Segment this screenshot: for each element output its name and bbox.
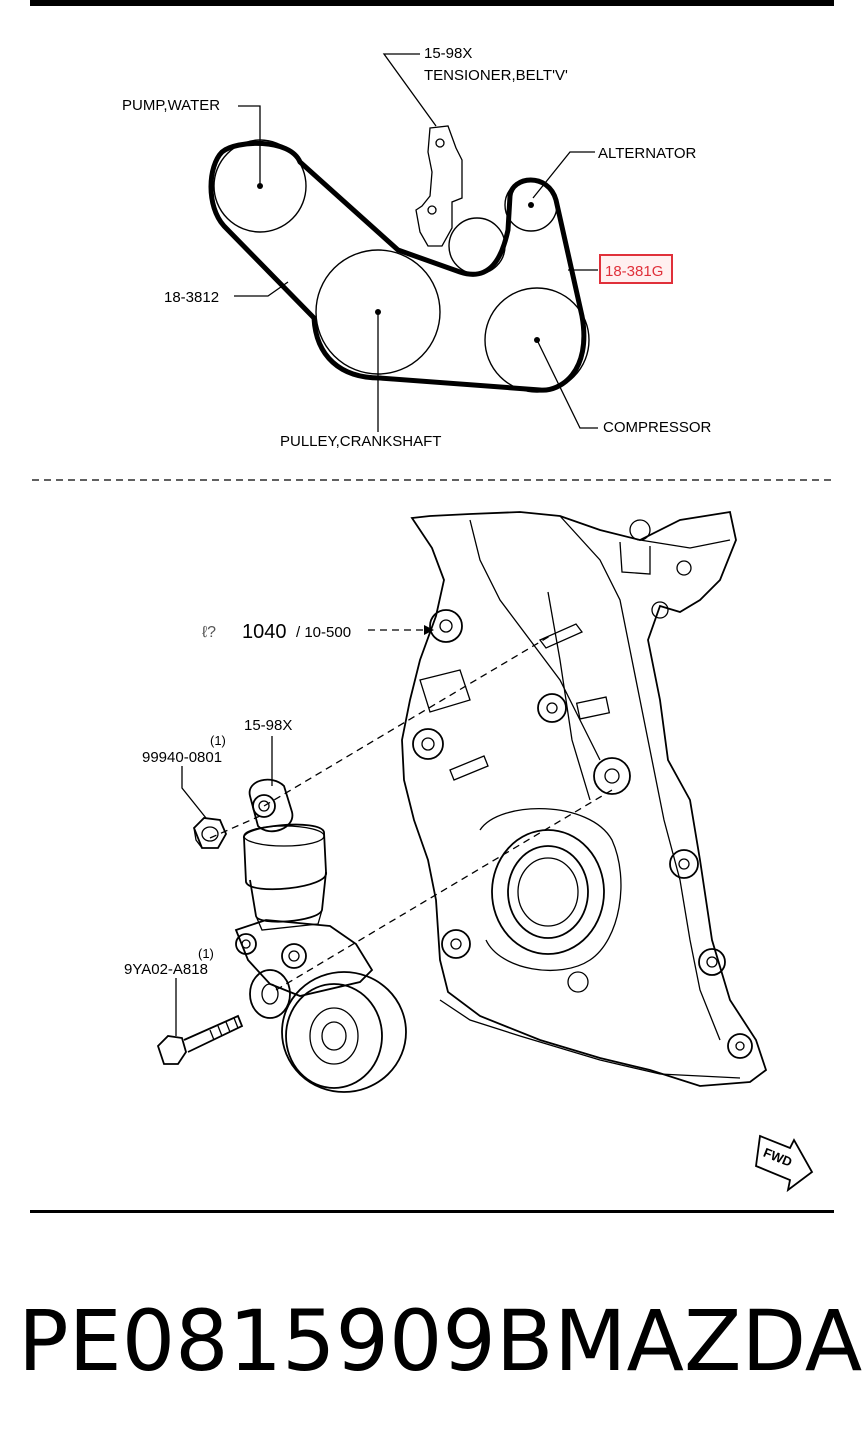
fwd-arrow-icon: FWD xyxy=(755,1134,814,1193)
brand-name: MAZDA xyxy=(554,1292,862,1390)
assembly-line-nut xyxy=(209,815,261,839)
part-number: PE0815909B xyxy=(18,1292,553,1390)
drive-belt xyxy=(208,140,587,393)
crankshaft-label: PULLEY,CRANKSHAFT xyxy=(280,433,441,450)
nut-qty: (1) xyxy=(210,733,226,748)
exploded-view: FWD ℓ? 1040 / 10-500 15-98X (1) 99940-08… xyxy=(124,510,814,1193)
ref-prefix: ℓ? xyxy=(202,624,216,641)
assembly-line-stud xyxy=(263,635,551,807)
belt-routing-diagram: 15-98X TENSIONER,BELT'V' PUMP,WATER ALTE… xyxy=(122,45,712,450)
compressor-label: COMPRESSOR xyxy=(603,419,712,436)
tensioner-bolt-hole xyxy=(435,138,445,148)
tensioner-arm-hole xyxy=(427,205,437,215)
tensioner-arm xyxy=(415,125,463,247)
pump-label: PUMP,WATER xyxy=(122,97,220,114)
belt-left-label: 18-3812 xyxy=(164,289,219,306)
pump-leader xyxy=(238,105,261,186)
top-border xyxy=(30,0,834,6)
ref-arrowhead xyxy=(424,625,434,635)
nut-part-label: 99940-0801 xyxy=(142,749,222,766)
tensioner-part-label: 15-98X xyxy=(424,45,472,62)
engine-front-cover xyxy=(401,510,768,1087)
compressor-leader xyxy=(536,339,598,429)
tensioner-leader xyxy=(382,53,437,127)
bolt-part-label: 9YA02-A818 xyxy=(124,961,208,978)
alternator-center-dot xyxy=(528,202,534,208)
belt-left-leader xyxy=(234,281,289,297)
nut-leader xyxy=(181,766,207,819)
bolt-qty: (1) xyxy=(198,946,214,961)
belt-tensioner-assembly xyxy=(234,778,407,1093)
tensioner-name-label: TENSIONER,BELT'V' xyxy=(424,67,568,84)
tensioner-part-label-lower: 15-98X xyxy=(244,717,292,734)
alternator-leader xyxy=(532,151,595,199)
ref-main: 1040 xyxy=(242,621,287,643)
flange-nut xyxy=(192,817,228,849)
belt-highlight-box xyxy=(599,254,673,284)
assembly-line-bolt xyxy=(275,789,613,991)
flange-bolt xyxy=(156,1014,244,1065)
ref-sub: / 10-500 xyxy=(296,624,351,641)
alternator-label: ALTERNATOR xyxy=(598,145,697,162)
belt-highlight-label: 18-381G xyxy=(605,263,663,280)
bottom-border xyxy=(30,1210,834,1213)
tensioner-pulley xyxy=(448,217,506,275)
